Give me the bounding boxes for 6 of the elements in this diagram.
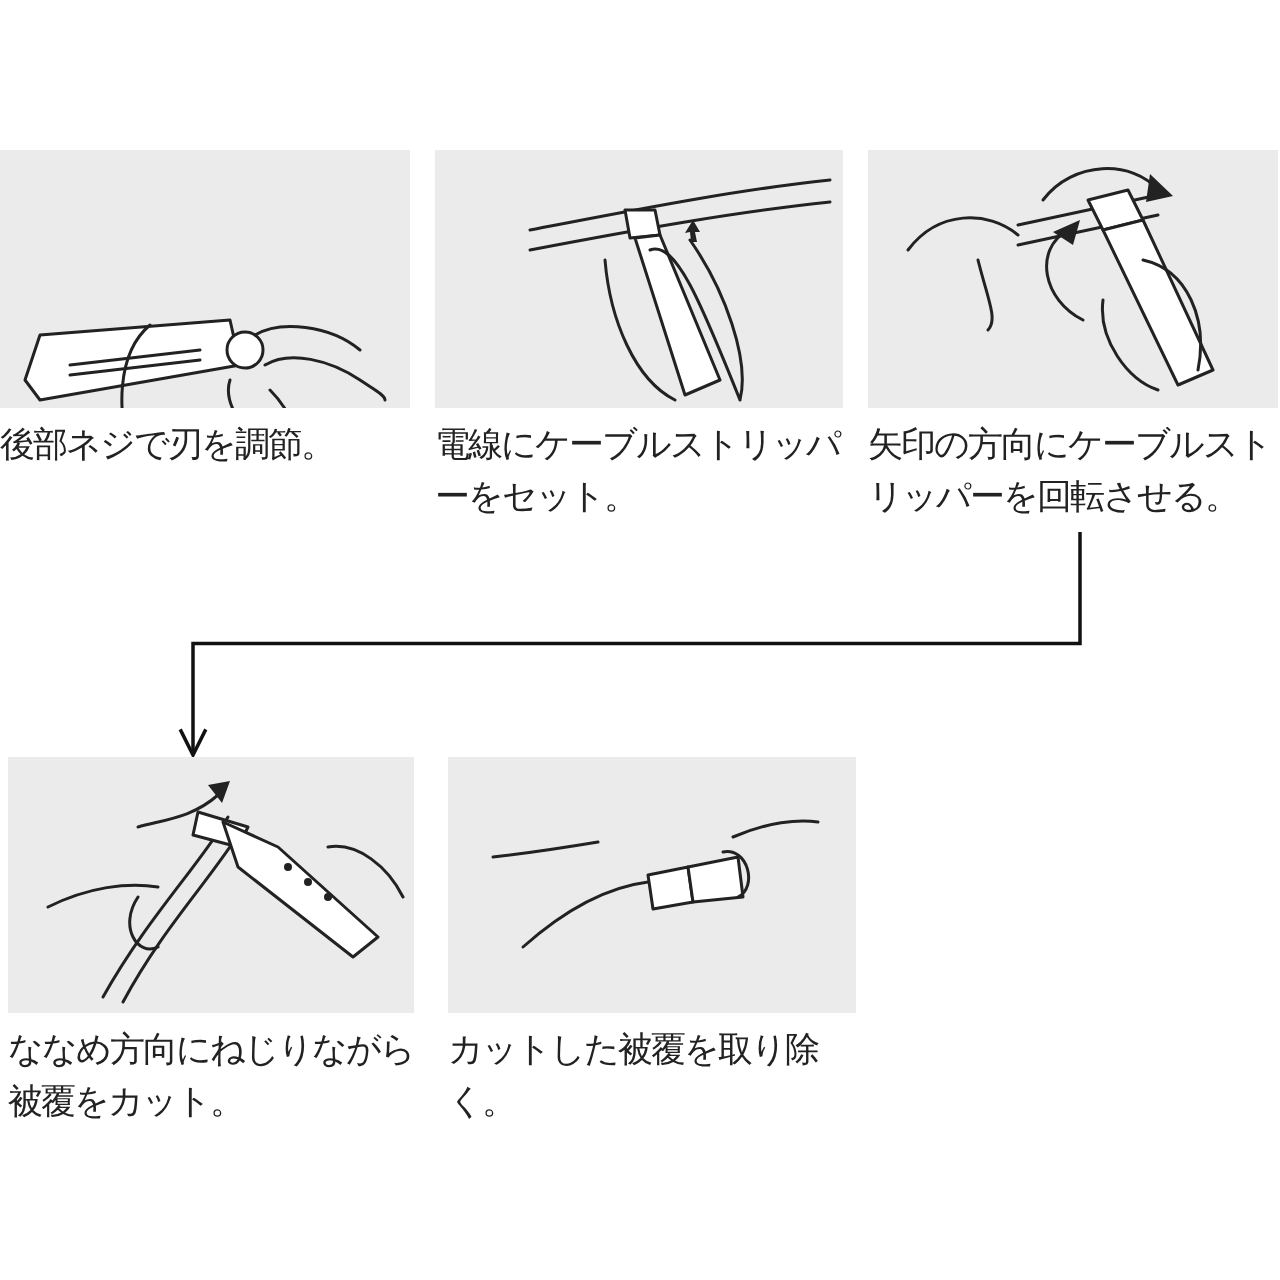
flow-arrow [178,532,1082,757]
step-caption: 電線にケーブルストリッパーをセット。 [435,423,842,518]
step-caption: ななめ方向にねじりながら被覆をカット。 [8,1028,414,1123]
step-caption: 矢印の方向にケーブルストリッパーを回転させる。 [868,423,1272,518]
step-caption: カットした被覆を取り除く。 [448,1028,820,1123]
step-caption: 後部ネジで刃を調節。 [0,423,335,466]
